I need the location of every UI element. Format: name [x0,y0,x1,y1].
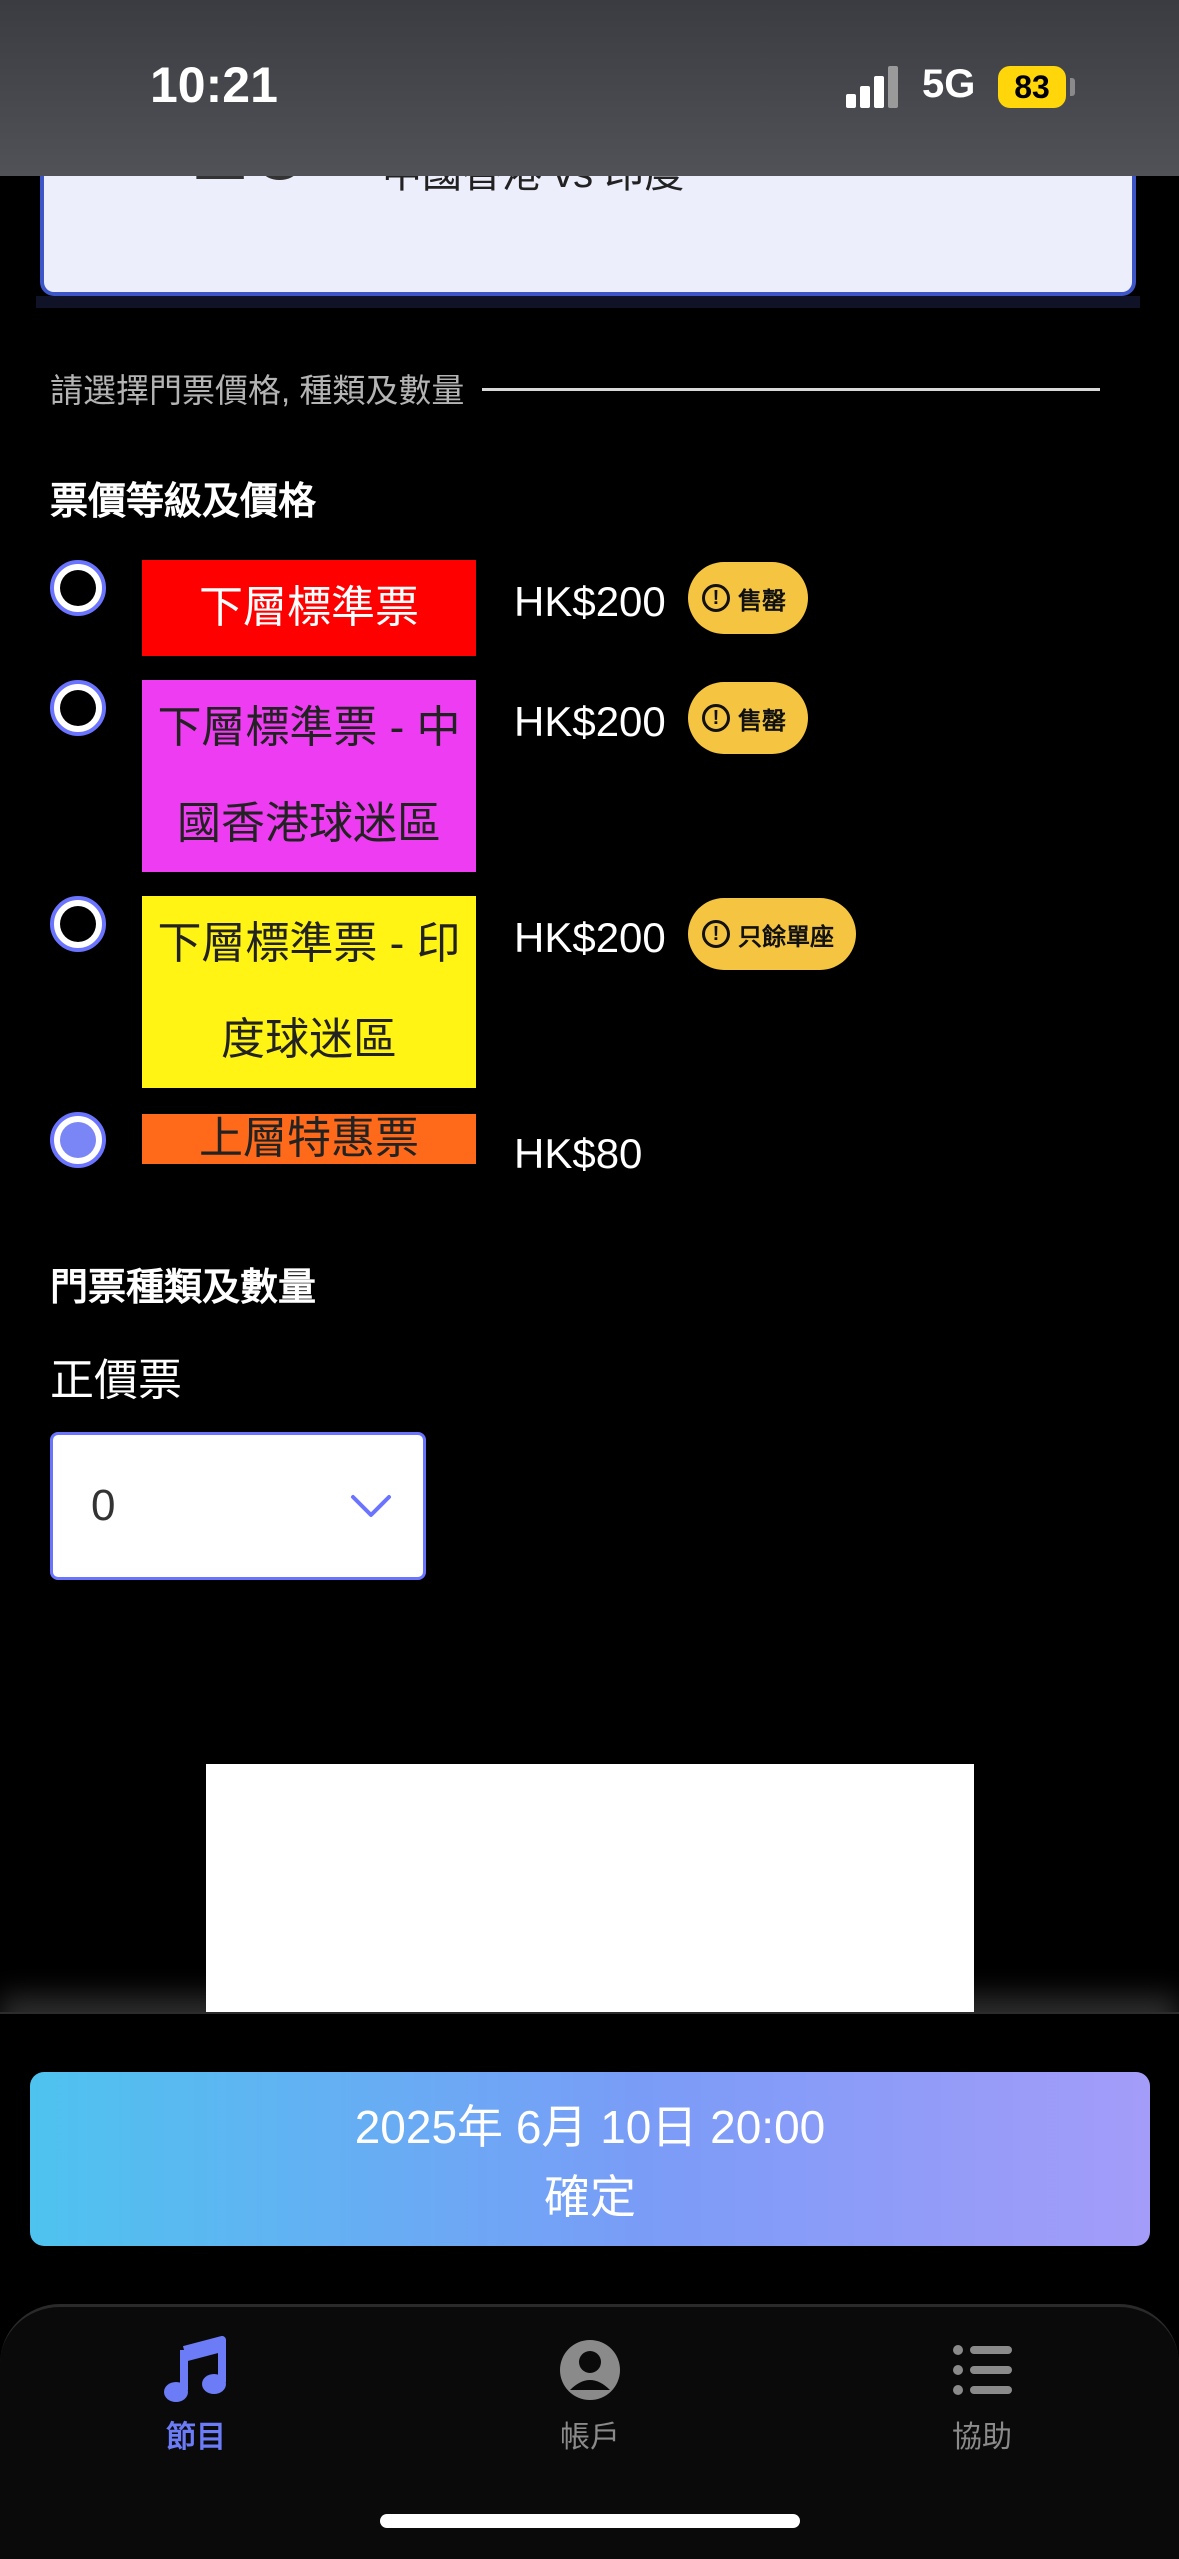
tab-help[interactable]: 協助 [882,2336,1082,2456]
price-heading: 票價等級及價格 [50,481,317,523]
alert-icon: ! [702,584,730,612]
confirm-label: 確定 [544,2171,636,2223]
status-badge: ! 只餘單座 [688,898,856,970]
ticket-types-heading: 門票種類及數量 [50,1267,317,1309]
price-value: HK$200 [514,914,666,961]
home-indicator [380,2514,800,2528]
confirm-button[interactable]: 2025年 6月 10日 20:00 確定 [30,2072,1150,2246]
battery-icon: 83 [998,66,1066,108]
status-time: 10:21 [150,57,278,113]
full-price-label: 正價票 [50,1356,182,1405]
quantity-value: 0 [91,1481,116,1530]
list-icon [953,2345,1012,2395]
account-icon [560,2340,620,2400]
price-tier-label[interactable]: 下層標準票 - 印度球迷區 [142,896,476,1088]
content-placeholder [206,1764,974,2014]
battery-tip [1070,78,1075,96]
chevron-down-icon [351,1495,391,1517]
tab-account[interactable]: 帳戶 [490,2336,690,2456]
price-tier-label[interactable]: 下層標準票 [142,560,476,656]
price-option-radio[interactable] [50,680,106,736]
status-badge: ! 售罄 [688,562,808,634]
quantity-select[interactable]: 0 [50,1432,426,1580]
price-tier-label[interactable]: 下層標準票 - 中國香港球迷區 [142,680,476,872]
status-badge: ! 售罄 [688,682,808,754]
status-badge-text: 售罄 [738,707,786,735]
status-badge-text: 售罄 [738,587,786,615]
event-card-shadow [36,296,1140,308]
price-tier-label[interactable]: 上層特惠票 [142,1114,476,1164]
tab-programs-label: 節目 [166,2421,226,2454]
price-value: HK$80 [514,1130,643,1177]
price-option-radio[interactable] [50,1112,106,1168]
music-note-icon [164,2336,226,2402]
price-value: HK$200 [514,698,666,745]
status-bar: 10:21 5G 83 [0,0,1179,176]
tab-account-label: 帳戶 [560,2421,620,2454]
tab-help-label: 協助 [952,2421,1012,2454]
alert-icon: ! [702,704,730,732]
cellular-signal-icon [846,66,898,108]
network-type: 5G [922,62,976,106]
battery-level: 83 [1014,69,1050,105]
alert-icon: ! [702,920,730,948]
section-divider [482,388,1100,391]
price-option-radio[interactable] [50,560,106,616]
selection-hint: 請選擇門票價格, 種類及數量 [50,372,465,409]
price-option-radio[interactable] [50,896,106,952]
confirm-datetime: 2025年 6月 10日 20:00 [354,2101,826,2153]
status-badge-text: 只餘單座 [738,923,834,951]
tab-programs[interactable]: 節目 [96,2336,296,2456]
price-value: HK$200 [514,578,666,625]
